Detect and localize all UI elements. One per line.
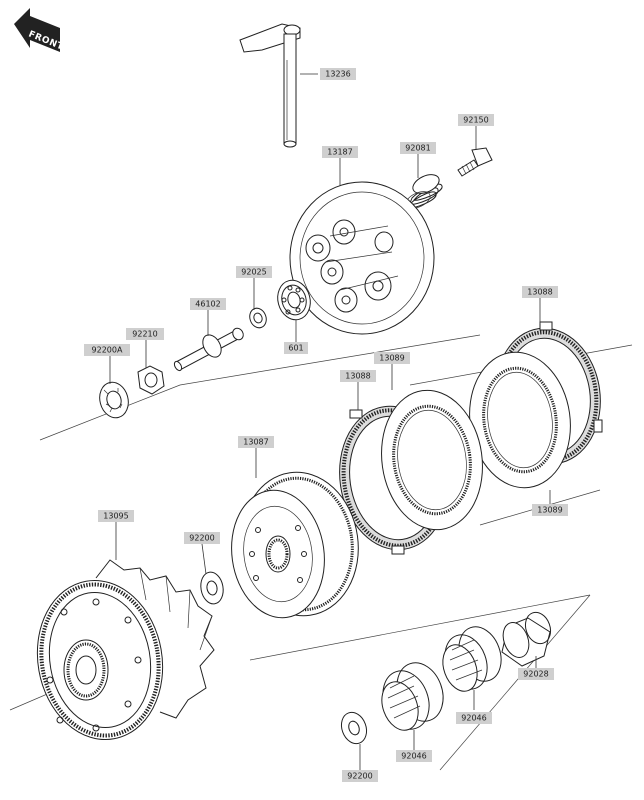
svg-text:92200A: 92200A bbox=[92, 346, 123, 355]
label-13089-lower: 13089 bbox=[532, 504, 568, 516]
nut bbox=[137, 365, 165, 395]
svg-text:92028: 92028 bbox=[523, 670, 548, 679]
svg-text:13087: 13087 bbox=[243, 438, 268, 447]
svg-text:13088: 13088 bbox=[527, 288, 552, 297]
ball-bearing bbox=[277, 279, 311, 321]
svg-text:13089: 13089 bbox=[379, 354, 404, 363]
clutch-spring bbox=[405, 174, 443, 209]
assembly-frame-lines bbox=[9, 334, 633, 771]
part-labels: 13236 92150 13187 92081 92025 46102 9221… bbox=[84, 68, 568, 782]
label-13087: 13087 bbox=[238, 436, 274, 448]
bolt bbox=[457, 147, 493, 177]
label-13089-upper: 13089 bbox=[374, 352, 410, 364]
label-92150: 92150 bbox=[458, 114, 494, 126]
svg-text:13187: 13187 bbox=[327, 148, 352, 157]
sleeve bbox=[501, 611, 552, 667]
svg-text:92025: 92025 bbox=[241, 268, 266, 277]
push-rod bbox=[173, 327, 244, 372]
svg-text:601: 601 bbox=[288, 344, 303, 353]
needle-bearing-lower bbox=[381, 662, 444, 731]
lower-washer bbox=[340, 711, 368, 745]
svg-text:13236: 13236 bbox=[325, 70, 350, 79]
label-92046-upper: 92046 bbox=[456, 712, 492, 724]
thrust-washer bbox=[200, 571, 224, 605]
clutch-housing bbox=[36, 559, 215, 741]
label-13088-lower: 13088 bbox=[340, 370, 376, 382]
svg-text:92046: 92046 bbox=[461, 714, 486, 723]
label-92200-lower: 92200 bbox=[342, 770, 378, 782]
label-13187: 13187 bbox=[322, 146, 358, 158]
needle-bearing-upper bbox=[442, 626, 502, 692]
label-92028: 92028 bbox=[518, 668, 554, 680]
label-92210: 92210 bbox=[126, 328, 164, 340]
pressure-plate bbox=[289, 181, 435, 335]
svg-text:13088: 13088 bbox=[345, 372, 370, 381]
svg-text:13089: 13089 bbox=[537, 506, 562, 515]
clutch-hub bbox=[231, 471, 359, 619]
label-92025: 92025 bbox=[236, 266, 272, 278]
label-601: 601 bbox=[284, 342, 308, 354]
label-92081: 92081 bbox=[400, 142, 436, 154]
svg-text:92200: 92200 bbox=[189, 534, 214, 543]
label-13236: 13236 bbox=[320, 68, 356, 80]
svg-text:92200: 92200 bbox=[347, 772, 372, 781]
svg-text:13095: 13095 bbox=[103, 512, 128, 521]
svg-text:92210: 92210 bbox=[132, 330, 157, 339]
lock-washer bbox=[99, 381, 129, 419]
front-arrow-icon: FRONT bbox=[14, 8, 65, 53]
washer bbox=[249, 307, 267, 329]
label-46102: 46102 bbox=[190, 298, 226, 310]
label-92200-washer: 92200 bbox=[184, 532, 220, 544]
label-92200A: 92200A bbox=[84, 344, 130, 356]
svg-text:92150: 92150 bbox=[463, 116, 488, 125]
label-13088-upper: 13088 bbox=[522, 286, 558, 298]
svg-text:92081: 92081 bbox=[405, 144, 430, 153]
steel-plate-lower bbox=[381, 389, 483, 531]
clutch-release-lever bbox=[239, 23, 301, 148]
label-92046-lower: 92046 bbox=[396, 750, 432, 762]
label-13095: 13095 bbox=[98, 510, 134, 522]
svg-text:46102: 46102 bbox=[195, 300, 220, 309]
svg-text:92046: 92046 bbox=[401, 752, 426, 761]
